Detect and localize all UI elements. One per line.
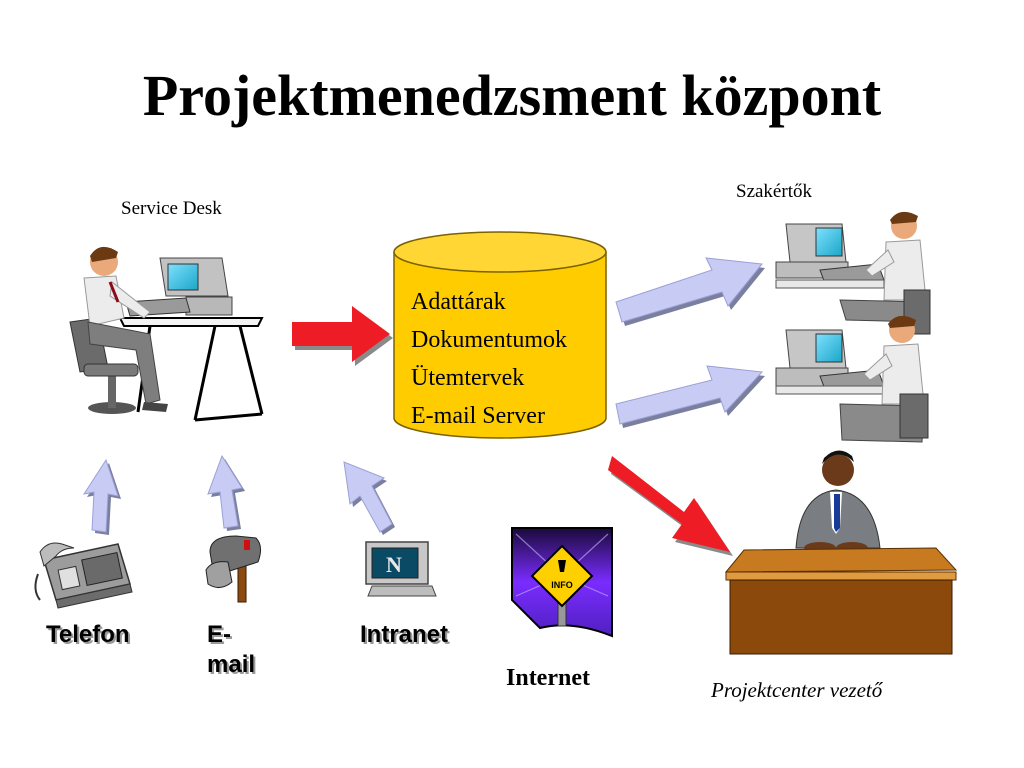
intranet-computer-icon: N (365, 541, 437, 597)
svg-text:N: N (386, 552, 402, 577)
arrow-to-manager (608, 456, 733, 556)
database-item: Ütemtervek (411, 365, 525, 391)
email-label-line2: mail (207, 651, 256, 678)
slide-title: Projektmenedzsment központ (142, 63, 882, 128)
database-item-list: Adattárak Dokumentumok Ütemtervek E-mail… (411, 283, 567, 435)
service-desk-person-icon (69, 246, 264, 422)
intranet-label: Intranet (360, 621, 449, 648)
experts-label: Szakértők (736, 181, 812, 202)
arrow-to-expert-1 (615, 257, 765, 326)
email-label-line1: E- (207, 621, 231, 648)
database-item: Adattárak (411, 289, 506, 315)
phone-label: Telefon (46, 621, 130, 648)
project-manager-label: Projektcenter vezető (711, 678, 883, 702)
expert-2-icon (775, 315, 929, 443)
arrow-to-expert-2 (615, 365, 765, 428)
database-item: Dokumentumok (411, 327, 567, 353)
internet-info-sign-icon: INFO (511, 527, 613, 638)
service-desk-label: Service Desk (121, 198, 222, 219)
database-cylinder (393, 231, 607, 439)
database-item: E-mail Server (411, 403, 545, 429)
arrow-up-phone (82, 458, 121, 535)
project-manager-icon (724, 450, 958, 655)
info-sign-text: INFO (551, 580, 573, 590)
arrow-up-email (207, 454, 245, 531)
arrow-to-database (292, 306, 393, 366)
mailbox-icon (205, 535, 262, 603)
email-label: E- mail (207, 620, 255, 680)
expert-1-icon (775, 211, 931, 335)
internet-label: Internet (506, 665, 590, 691)
telephone-icon (34, 542, 133, 609)
arrow-up-intranet (343, 461, 395, 535)
